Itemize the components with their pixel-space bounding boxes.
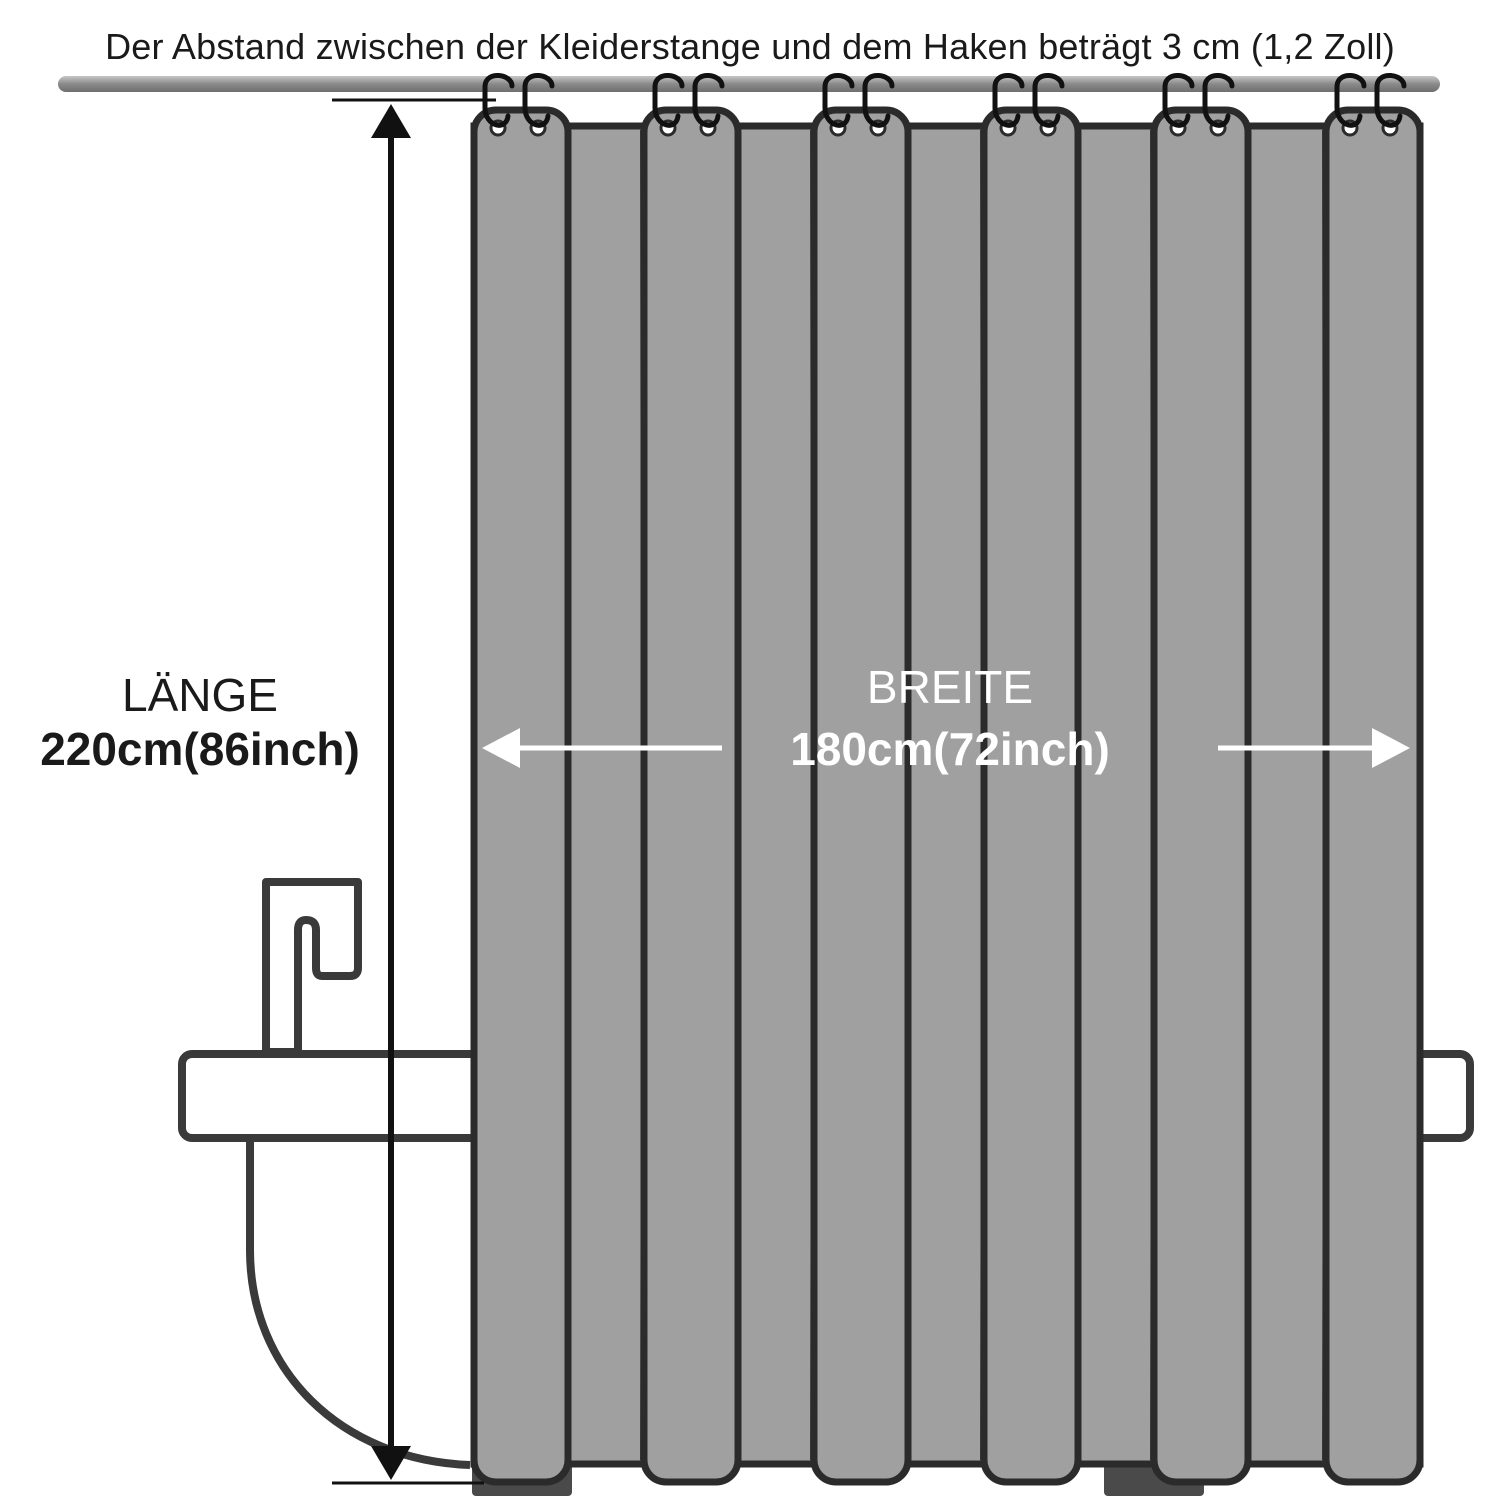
- length-arrow-down-icon: [371, 1446, 411, 1480]
- curtain-pleat: [810, 106, 912, 1486]
- hook-icon: [652, 73, 685, 128]
- shower-curtain: [470, 106, 1424, 1486]
- hook-icon: [482, 73, 515, 128]
- faucet-icon: [262, 878, 362, 1056]
- curtain-pleat: [1150, 106, 1252, 1486]
- hook-icon: [522, 73, 555, 128]
- curtain-rod: [58, 76, 1440, 92]
- length-arrow-up-icon: [371, 104, 411, 138]
- hook-icon: [1032, 73, 1065, 128]
- width-value: 180cm(72inch): [790, 723, 1110, 775]
- curtain-pleat: [470, 106, 572, 1486]
- curtain-hooks: [482, 73, 1407, 128]
- length-label: LÄNGE: [122, 669, 278, 721]
- hook-icon: [692, 73, 725, 128]
- curtain-pleats: [470, 106, 1424, 1486]
- length-dimension: [332, 98, 496, 1485]
- hook-icon: [822, 73, 855, 128]
- hook-icon: [1334, 73, 1367, 128]
- width-dimension: [482, 728, 1410, 768]
- bathtub-body: [246, 1140, 471, 1469]
- curtain-panel: [470, 122, 1424, 1468]
- curtain-pleat: [980, 106, 1082, 1486]
- width-arrow-left-icon: [482, 728, 520, 768]
- hook-icon: [862, 73, 895, 128]
- width-label: BREITE: [866, 661, 1034, 713]
- hook-icon: [1162, 73, 1195, 128]
- hook-icon: [1374, 73, 1407, 128]
- width-arrow-right-icon: [1372, 728, 1410, 768]
- curtain-pleat: [640, 106, 742, 1486]
- length-value: 220cm(86inch): [40, 723, 360, 775]
- rod-hook-distance-caption: Der Abstand zwischen der Kleiderstange u…: [105, 26, 1395, 67]
- curtain-pleat: [1322, 106, 1424, 1486]
- hook-icon: [992, 73, 1025, 128]
- hook-icon: [1202, 73, 1235, 128]
